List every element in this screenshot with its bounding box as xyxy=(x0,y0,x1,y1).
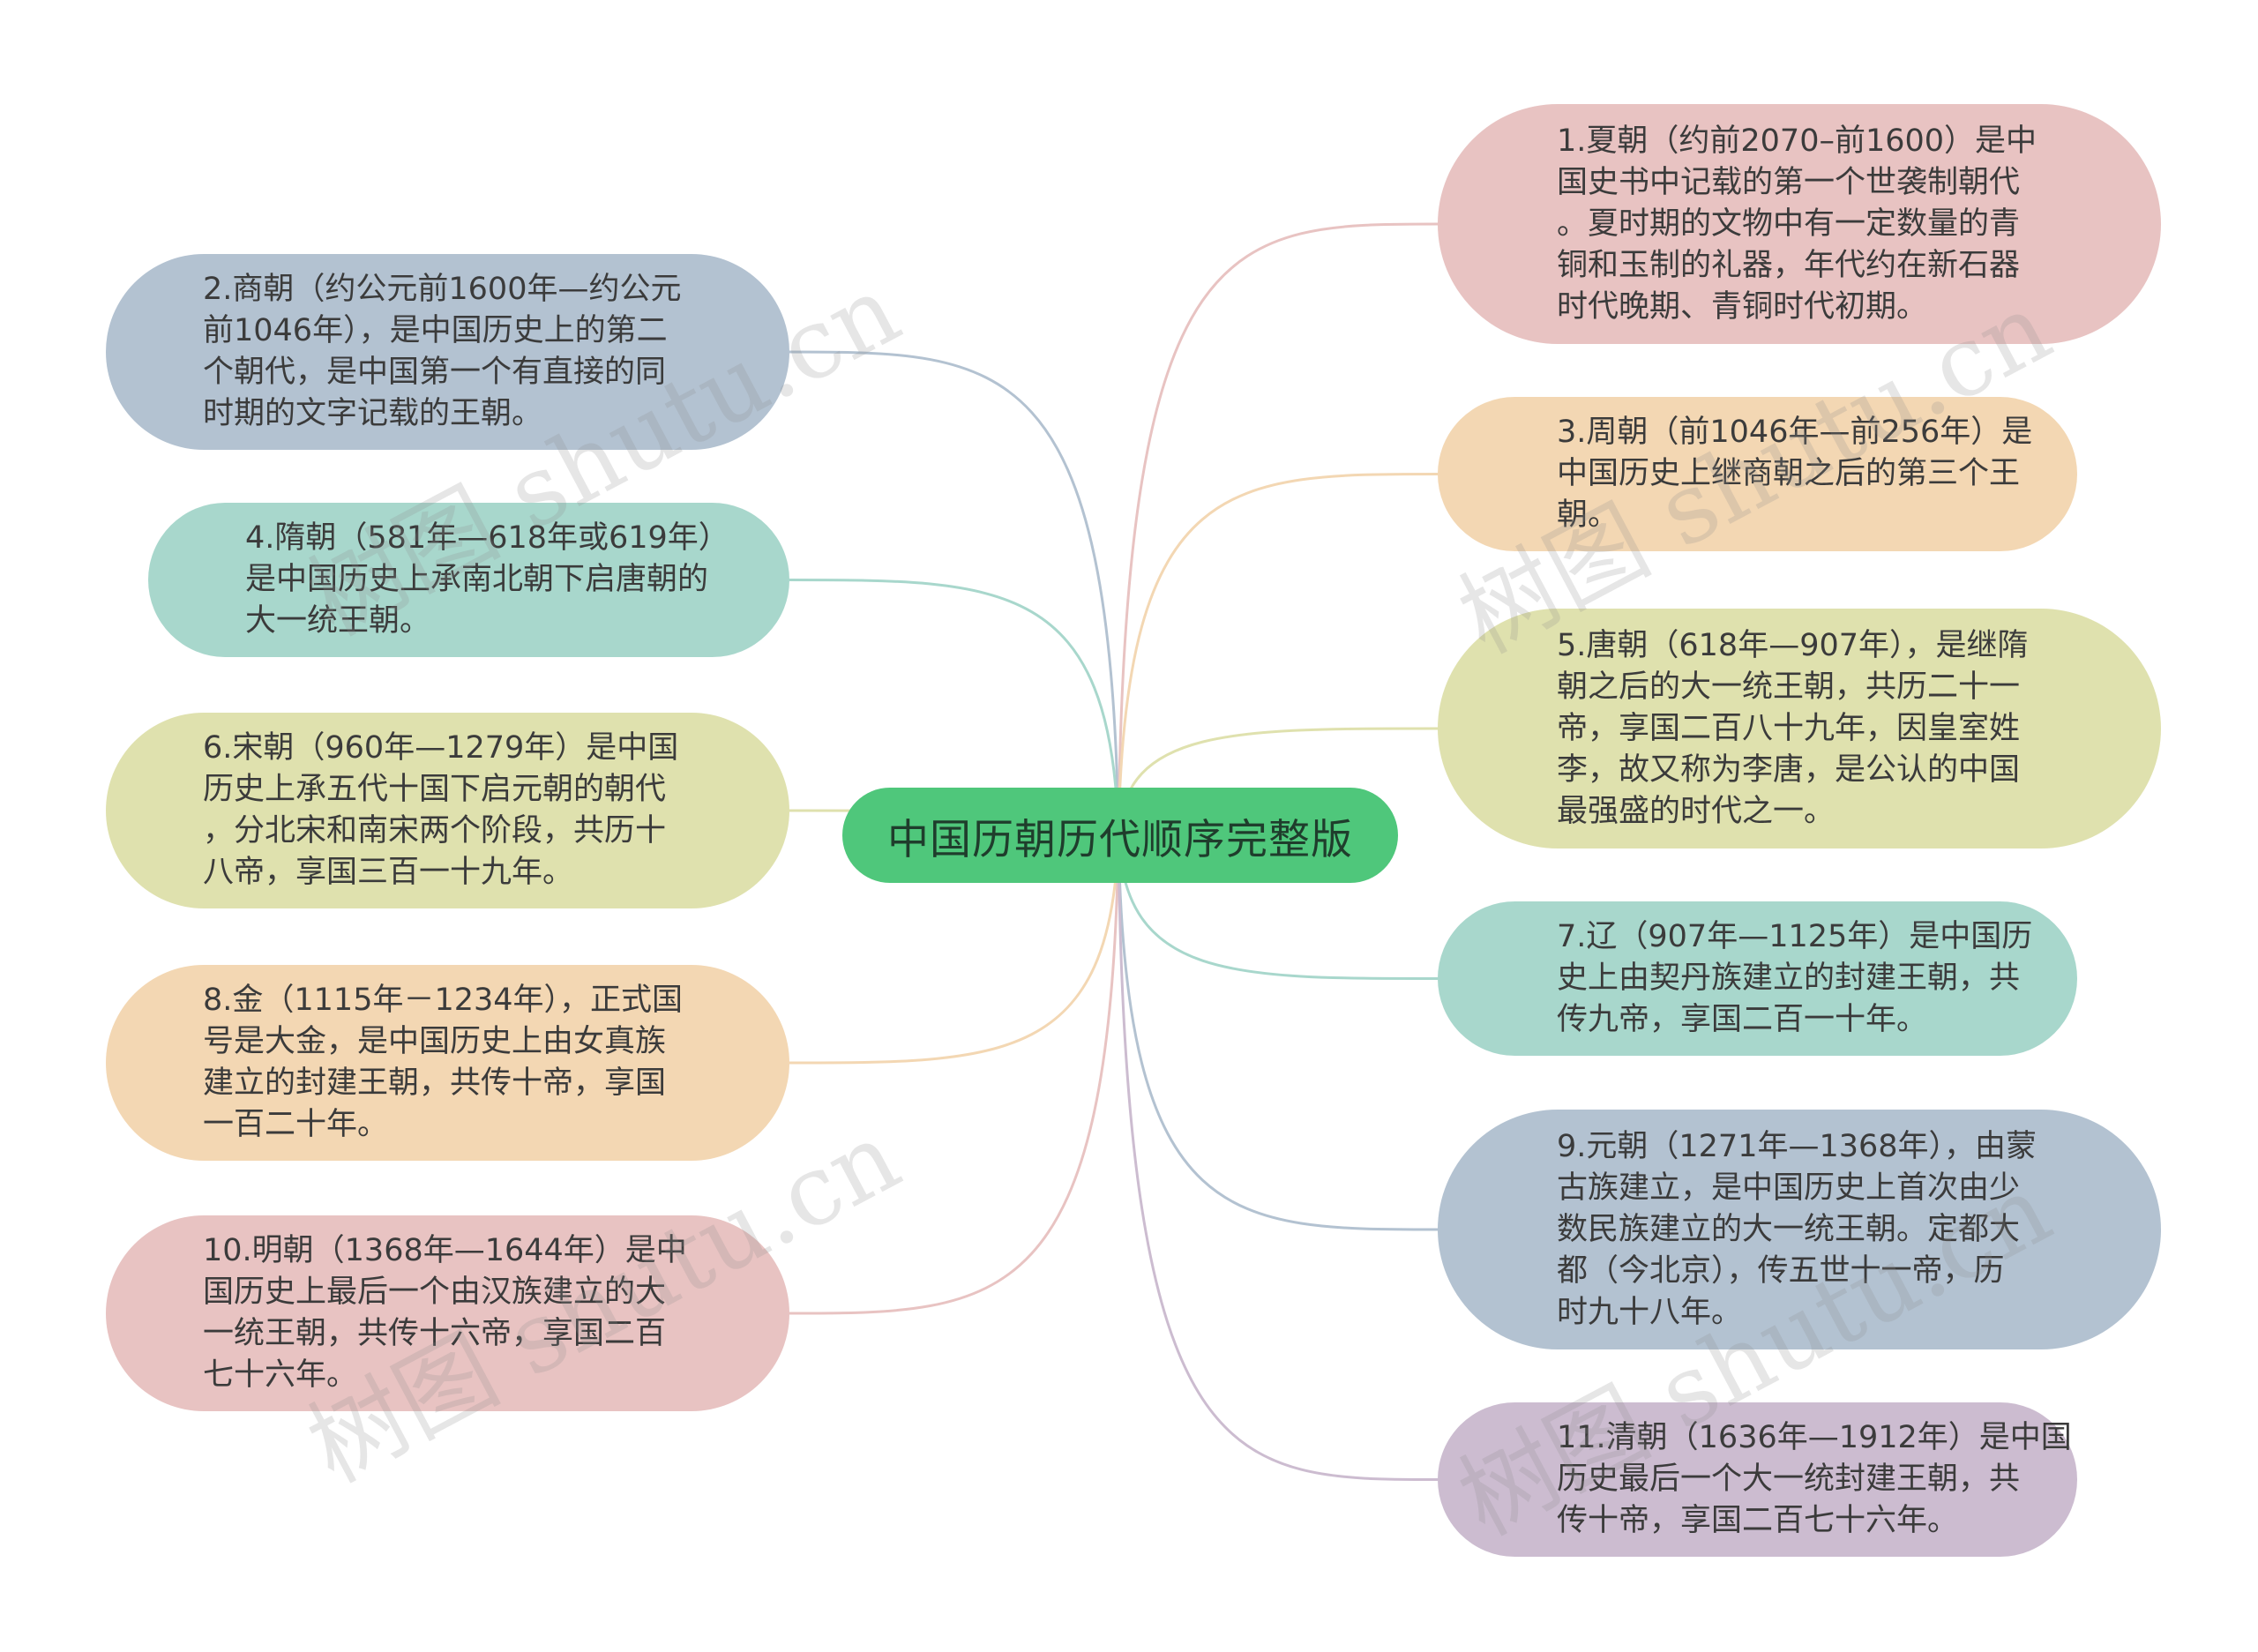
link-jin xyxy=(789,834,1120,1065)
node-text: 7.辽（907年—1125年）是中国历 史上由契丹族建立的封建王朝，共 传九帝，… xyxy=(1557,919,2033,1037)
node-zhou[interactable]: 3.周朝（前1046年—前256年）是 中国历史上继商朝之后的第三个王 朝。 xyxy=(1438,397,2077,551)
node-ming[interactable]: 10.明朝（1368年—1644年）是中 国历史上最后一个由汉族建立的大 一统王… xyxy=(106,1215,789,1411)
node-text: 1.夏朝（约前2070–前1600）是中 国史书中记载的第一个世袭制朝代 。夏时… xyxy=(1557,123,2037,325)
node-text: 3.周朝（前1046年—前256年）是 中国历史上继商朝之后的第三个王 朝。 xyxy=(1557,415,2033,533)
node-song[interactable]: 6.宋朝（960年—1279年）是中国 历史上承五代十国下启元朝的朝代 ，分北宋… xyxy=(106,713,789,908)
node-xia[interactable]: 1.夏朝（约前2070–前1600）是中 国史书中记载的第一个世袭制朝代 。夏时… xyxy=(1438,104,2161,344)
node-text: 6.宋朝（960年—1279年）是中国 历史上承五代十国下启元朝的朝代 ，分北宋… xyxy=(203,730,679,890)
link-yuan xyxy=(1117,834,1439,1231)
node-jin[interactable]: 8.金（1115年－1234年），正式国 号是大金，是中国历史上由女真族 建立的… xyxy=(106,965,789,1161)
node-liao[interactable]: 7.辽（907年—1125年）是中国历 史上由契丹族建立的封建王朝，共 传九帝，… xyxy=(1438,901,2077,1056)
link-qing xyxy=(1117,834,1439,1481)
link-shang xyxy=(789,350,1120,836)
node-tang[interactable]: 5.唐朝（618年—907年），是继隋 朝之后的大一统王朝，共历二十一 帝，享国… xyxy=(1438,609,2161,848)
node-sui[interactable]: 4.隋朝（581年—618年或619年） 是中国历史上承南北朝下启唐朝的 大一统… xyxy=(148,503,789,657)
link-zhou xyxy=(1117,473,1439,836)
link-ming xyxy=(789,834,1120,1315)
node-text: 9.元朝（1271年—1368年），由蒙 古族建立，是中国历史上首次由少 数民族… xyxy=(1557,1128,2037,1330)
link-xia xyxy=(1117,222,1439,836)
node-text: 10.明朝（1368年—1644年）是中 国历史上最后一个由汉族建立的大 一统王… xyxy=(203,1233,687,1393)
node-yuan[interactable]: 9.元朝（1271年—1368年），由蒙 古族建立，是中国历史上首次由少 数民族… xyxy=(1438,1110,2161,1349)
link-sui xyxy=(789,579,1120,836)
node-shang[interactable]: 2.商朝（约公元前1600年—约公元 前1046年），是中国历史上的第二 个朝代… xyxy=(106,254,789,450)
node-text: 2.商朝（约公元前1600年—约公元 前1046年），是中国历史上的第二 个朝代… xyxy=(203,272,682,431)
link-liao xyxy=(1117,834,1439,980)
root-topic[interactable]: 中国历朝历代顺序完整版 xyxy=(842,788,1398,883)
node-text: 11.清朝（1636年—1912年）是中国 历史最后一个大一统封建王朝，共 传十… xyxy=(1557,1420,2072,1538)
node-text: 5.唐朝（618年—907年），是继隋 朝之后的大一统王朝，共历二十一 帝，享国… xyxy=(1557,627,2029,829)
node-text: 4.隋朝（581年—618年或619年） 是中国历史上承南北朝下启唐朝的 大一统… xyxy=(245,520,729,639)
node-text: 8.金（1115年－1234年），正式国 号是大金，是中国历史上由女真族 建立的… xyxy=(203,983,684,1142)
node-qing[interactable]: 11.清朝（1636年—1912年）是中国 历史最后一个大一统封建王朝，共 传十… xyxy=(1438,1402,2077,1557)
